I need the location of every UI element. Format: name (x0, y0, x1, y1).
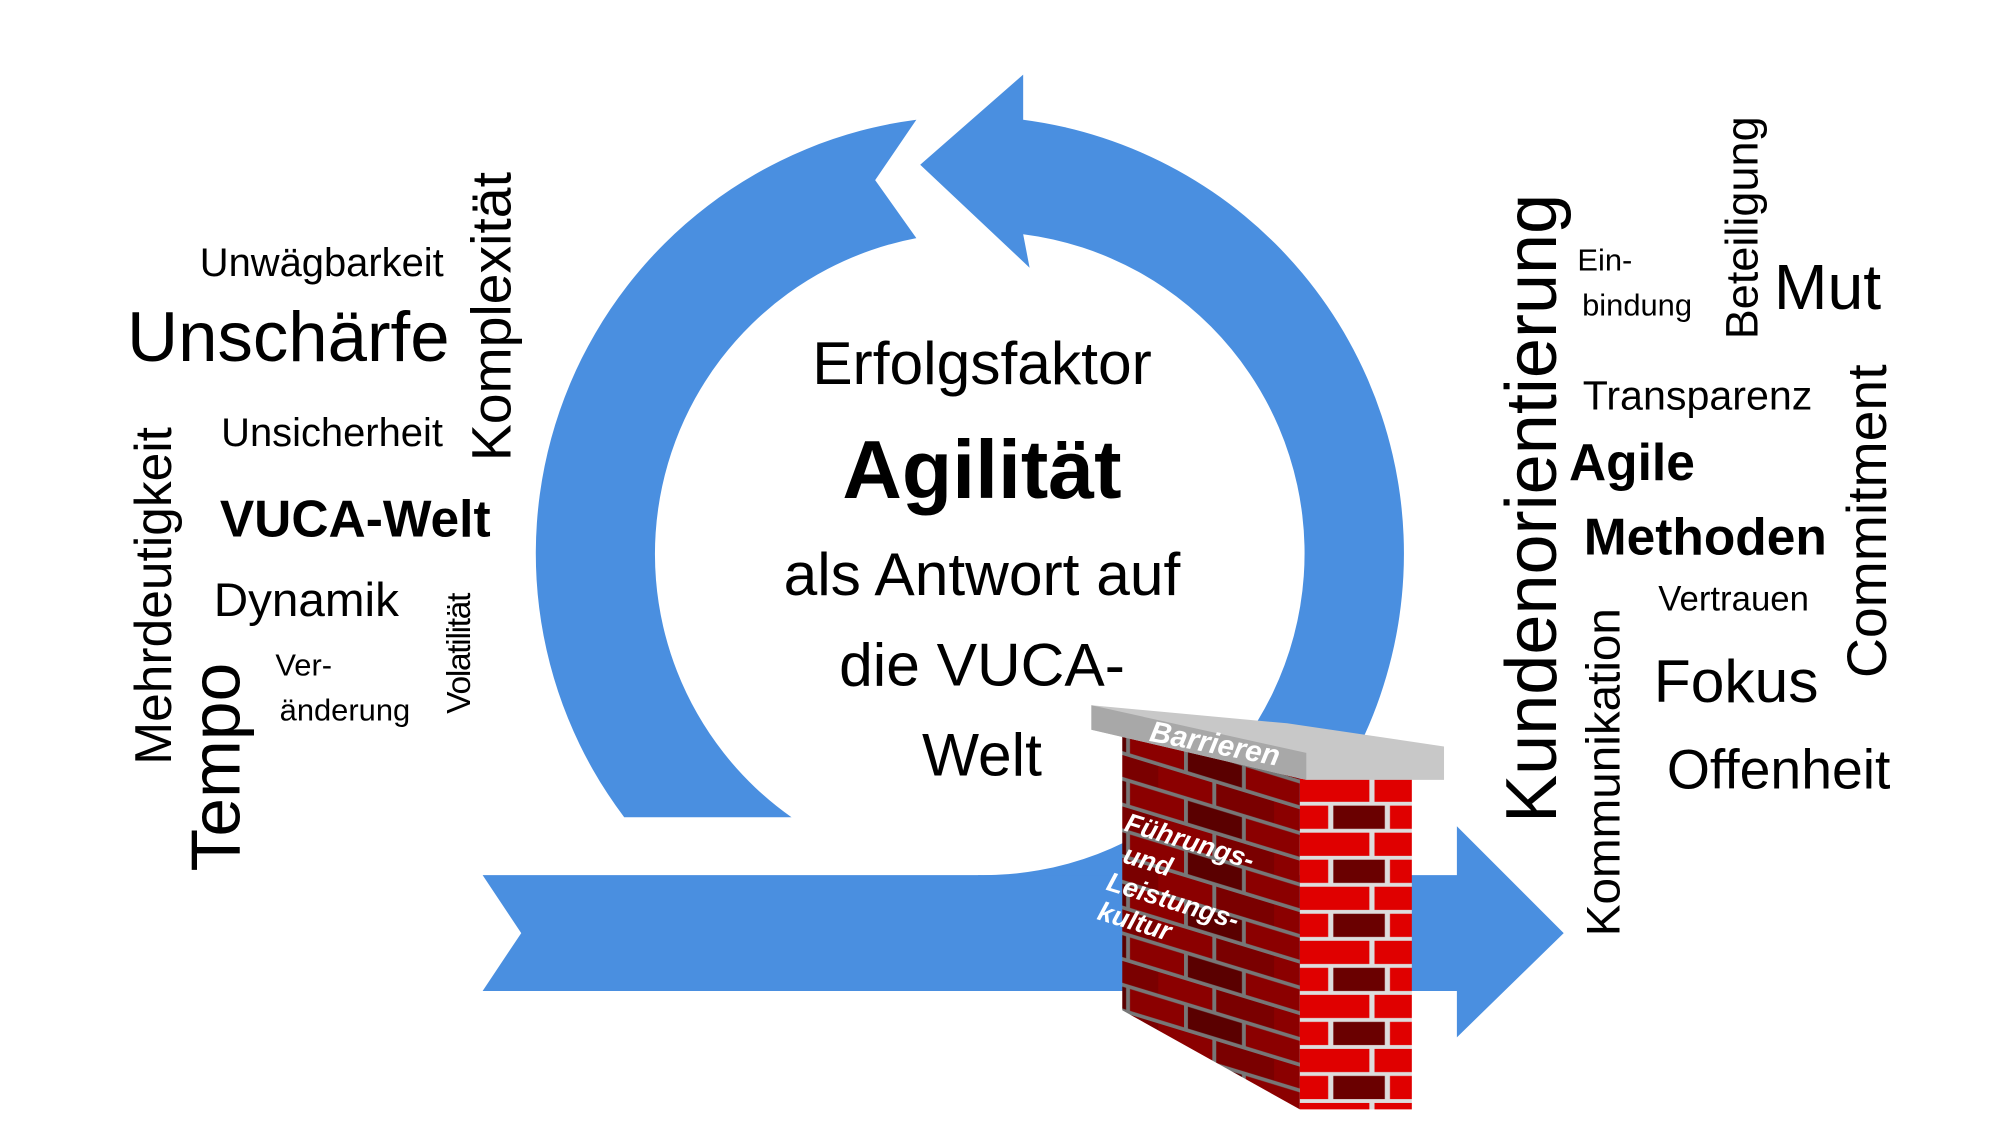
word-unschaerfe: Unschärfe (126, 296, 450, 377)
word-dynamik: Dynamik (213, 573, 399, 627)
brick-wall-barrier (1091, 705, 1445, 1110)
word-mehrdeutigkeit: Mehrdeutigkeit (126, 427, 183, 765)
main-arc-arrow (482, 74, 1404, 991)
word-veraenderung-1: Ver- (275, 648, 333, 684)
word-einbindung-2: bindung (1582, 288, 1693, 324)
word-offenheit: Offenheit (1666, 739, 1891, 802)
word-methoden: Methoden (1583, 509, 1827, 567)
center-line-1: Erfolgsfaktor (812, 328, 1152, 398)
word-unwaegbarkeit: Unwägbarkeit (199, 240, 444, 286)
word-fokus: Fokus (1653, 646, 1819, 715)
word-unsicherheit: Unsicherheit (221, 409, 443, 455)
center-line-agilitaet: Agilität (842, 423, 1122, 517)
word-vertrauen: Vertrauen (1658, 579, 1809, 619)
left-arc-segment (535, 119, 917, 818)
word-volatilitaet: Volatilität (438, 593, 478, 714)
word-komplexitaet: Komplexität (461, 172, 524, 462)
word-agile: Agile (1568, 435, 1695, 492)
center-line-4: die VUCA- (839, 629, 1125, 699)
center-line-3: als Antwort auf (783, 539, 1181, 609)
word-veraenderung-2: änderung (279, 693, 411, 729)
word-kundenorientierung: Kundenorientierung (1490, 193, 1572, 823)
word-mut: Mut (1773, 250, 1882, 324)
word-vuca-welt: VUCA-Welt (219, 491, 491, 549)
word-commitment: Commitment (1837, 364, 1899, 679)
word-transparenz: Transparenz (1582, 371, 1813, 419)
word-beteiligung: Beteiligung (1717, 116, 1768, 340)
word-einbindung-1: Ein- (1577, 243, 1633, 278)
word-kommunikation: Kommunikation (1577, 608, 1630, 937)
center-line-5: Welt (922, 720, 1042, 789)
word-tempo: Tempo (177, 662, 255, 872)
